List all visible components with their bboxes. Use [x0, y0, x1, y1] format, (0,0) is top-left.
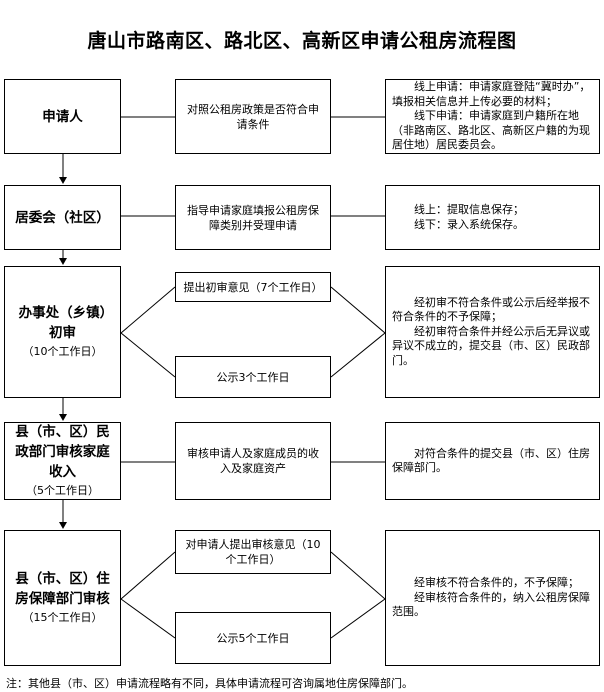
action-check-eligibility: 对照公租房政策是否符合申请条件	[175, 79, 331, 154]
action-review-opinion: 对申请人提出审核意见（10个工作日）	[175, 530, 331, 574]
stage-housing-dept-review: 县（市、区）住房保障部门审核 （15个工作日）	[4, 530, 121, 666]
stage-duration: （10个工作日）	[22, 345, 103, 358]
footer-note: 注：其他县（市、区）申请流程略有不同，具体申请流程可咨询属地住房保障部门。	[6, 677, 413, 690]
action-public-notice-5-days: 公示5个工作日	[175, 612, 331, 664]
stage-applicant: 申请人	[4, 79, 121, 154]
stage-name: 申请人	[42, 108, 83, 125]
stage-duration: （15个工作日）	[22, 611, 103, 624]
stage-subdistrict-review: 办事处（乡镇）初审 （10个工作日）	[4, 266, 121, 398]
note-save-records: 线上：提取信息保存； 线下：录入系统保存。	[385, 185, 600, 250]
stage-name: 办事处（乡镇）初审	[18, 305, 107, 341]
note-forward-housing-dept: 对符合条件的提交县（市、区）住房保障部门。	[385, 422, 600, 500]
stage-name: 县（市、区）民政部门审核家庭收入	[15, 424, 110, 480]
note-application-methods: 线上申请：申请家庭登陆“冀时办”，填报相关信息并上传必要的材料； 线下申请：申请…	[385, 79, 600, 154]
stage-residents-committee: 居委会（社区）	[4, 185, 121, 250]
stage-name: 居委会（社区）	[15, 209, 110, 226]
stage-name: 县（市、区）住房保障部门审核	[15, 571, 110, 607]
page-title: 唐山市路南区、路北区、高新区申请公租房流程图	[87, 30, 517, 52]
action-preliminary-opinion: 提出初审意见（7个工作日）	[175, 272, 331, 302]
action-guide-application: 指导申请家庭填报公租房保障类别并受理申请	[175, 185, 331, 250]
note-final-result: 经审核不符合条件的，不予保障； 经审核符合条件的，纳入公租房保障范围。	[385, 530, 600, 666]
stage-duration: （5个工作日）	[26, 484, 99, 497]
action-income-asset-review: 审核申请人及家庭成员的收入及家庭资产	[175, 422, 331, 500]
stage-civil-affairs-review: 县（市、区）民政部门审核家庭收入 （5个工作日）	[4, 422, 121, 500]
note-preliminary-result: 经初审不符合条件或公示后经举报不符合条件的不予保障； 经初审符合条件并经公示后无…	[385, 266, 600, 398]
action-public-notice-3-days: 公示3个工作日	[175, 356, 331, 398]
